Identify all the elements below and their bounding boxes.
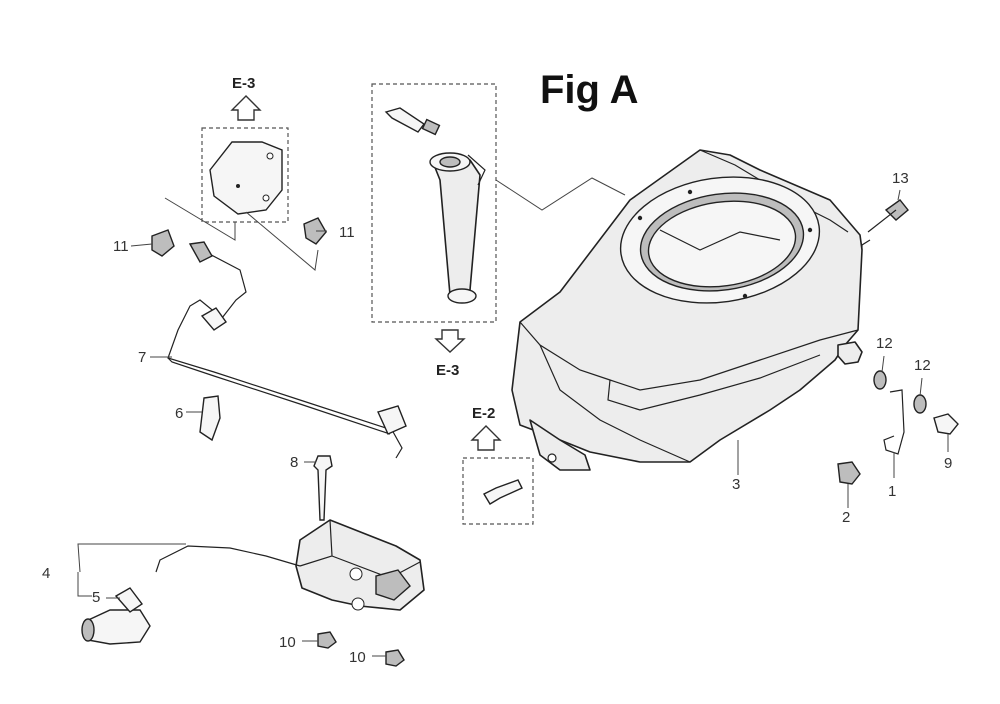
callout-1: 1 (888, 483, 896, 500)
spring-wire (883, 389, 905, 455)
spark-plug-cap (81, 587, 151, 645)
callout-11b: 11 (339, 224, 355, 241)
washer-12b (913, 394, 927, 414)
callout-10b: 10 (349, 649, 366, 666)
callout-12a: 12 (876, 335, 893, 352)
callout-5: 5 (92, 589, 100, 606)
stop-wire (167, 241, 407, 459)
bolt-13 (884, 199, 909, 221)
figure-title: Fig A (540, 68, 639, 112)
clip-right (303, 217, 327, 245)
clip-left (151, 229, 175, 257)
terminal-connector (199, 395, 221, 442)
dipstick-tube (429, 152, 486, 304)
arrow-up-icon (230, 95, 262, 121)
bolt-group-box (462, 457, 534, 525)
bracket (209, 141, 283, 215)
callout-6: 6 (175, 405, 183, 422)
callout-10a: 10 (279, 634, 296, 651)
callout-13: 13 (892, 170, 909, 187)
nut-2 (837, 461, 861, 485)
ref-e2: E-2 (472, 405, 495, 422)
dipstick-bolt (384, 107, 441, 136)
washer-12a (873, 370, 887, 390)
fan-cover (511, 149, 871, 471)
mount-bolt (483, 479, 523, 505)
arrow-up-icon (470, 425, 502, 451)
ref-e3-top: E-3 (232, 75, 255, 92)
ref-e3-bottom: E-3 (436, 362, 459, 379)
callout-11a: 11 (113, 238, 129, 255)
arrow-down-icon (434, 329, 466, 353)
ignition-coil (295, 519, 425, 611)
callout-4: 4 (42, 565, 50, 582)
nut-a (317, 631, 337, 649)
dipstick-group-box (371, 83, 497, 323)
callout-2: 2 (842, 509, 850, 526)
nut-b (385, 649, 405, 667)
callout-8: 8 (290, 454, 298, 471)
coil-bolt (313, 455, 333, 521)
callout-3: 3 (732, 476, 740, 493)
callout-9: 9 (944, 455, 952, 472)
bolt-9 (933, 413, 959, 435)
callout-12b: 12 (914, 357, 931, 374)
spark-plug-wire (155, 545, 301, 573)
callout-7: 7 (138, 349, 146, 366)
bracket-group-box (201, 127, 289, 223)
